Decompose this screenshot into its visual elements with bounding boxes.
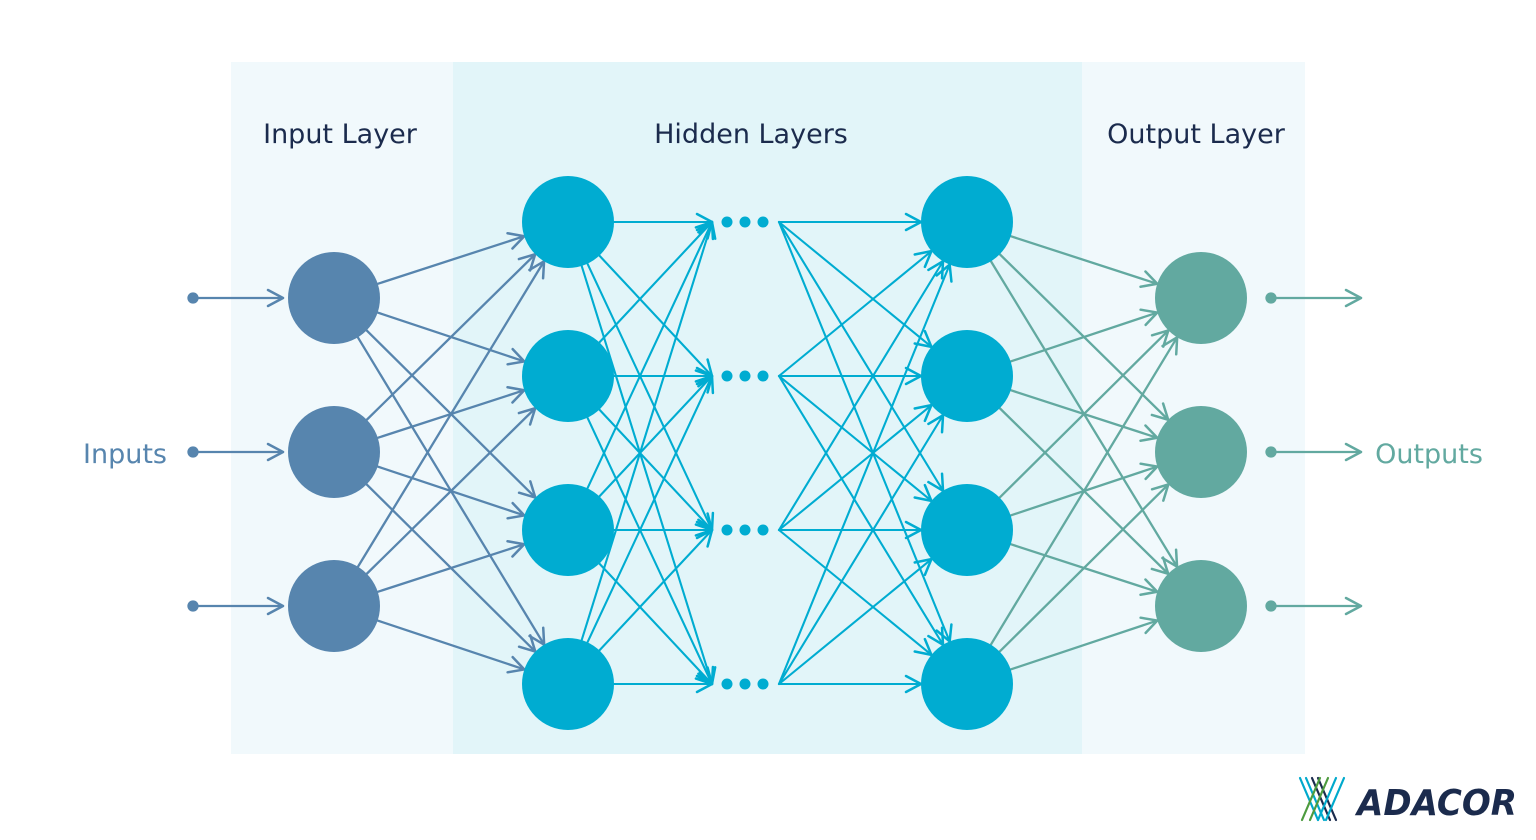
hidden-to-ellipsis-connection — [586, 374, 715, 644]
hidden-to-ellipsis-connection — [598, 374, 714, 498]
ellipsis-to-hidden-connection — [777, 263, 953, 686]
ellipsis-to-hidden-connection — [777, 374, 933, 503]
hidden-to-output-connection — [1009, 308, 1159, 363]
adacor-mark-icon — [1298, 776, 1346, 822]
hidden-to-ellipsis-connection — [598, 562, 714, 686]
ellipsis-dot — [757, 524, 769, 536]
ellipsis-dot — [721, 678, 733, 690]
hidden-to-output-connection — [989, 336, 1179, 646]
ellipsis-dot — [721, 524, 733, 536]
ellipsis-dot — [721, 370, 733, 382]
input-to-hidden-connection — [365, 252, 537, 421]
hidden-to-ellipsis-connection — [580, 220, 717, 642]
hidden-node-layer-n — [921, 330, 1013, 422]
input-to-hidden-connection — [376, 539, 526, 593]
input-to-hidden-connection — [376, 231, 526, 285]
ellipsis-dot — [757, 216, 769, 228]
inputs-label: Inputs — [83, 439, 167, 470]
hidden-to-ellipsis-connection — [586, 220, 715, 490]
hidden-to-ellipsis-connection — [586, 416, 715, 686]
outputs-label: Outputs — [1375, 439, 1483, 470]
hidden-node-layer-n — [921, 484, 1013, 576]
ellipsis-to-hidden-connection — [777, 414, 945, 686]
ellipsis-to-hidden-connection — [777, 249, 933, 378]
hidden-connections — [580, 212, 953, 694]
input-node — [288, 252, 380, 344]
adacor-logo: ADACOR — [1298, 776, 1517, 824]
ellipsis-dot — [721, 216, 733, 228]
input-to-hidden-connection — [356, 260, 546, 568]
output-node — [1155, 406, 1247, 498]
input-connections — [187, 231, 546, 674]
ellipsis — [721, 370, 769, 382]
hidden-node-layer-n — [921, 176, 1013, 268]
hidden-to-ellipsis-connection — [598, 408, 714, 532]
ellipsis — [721, 216, 769, 228]
hidden-to-ellipsis-connection — [586, 262, 715, 532]
hidden-layer-ellipses — [721, 216, 769, 690]
ellipsis-dot — [757, 678, 769, 690]
hidden-to-ellipsis-connection — [598, 254, 714, 378]
ellipsis-to-hidden-connection — [777, 528, 933, 657]
ellipsis-to-hidden-connection — [777, 374, 945, 646]
hidden-to-output-connection — [998, 329, 1170, 499]
input-node — [288, 560, 380, 652]
ellipsis-to-hidden-connection — [777, 220, 945, 492]
hidden-to-ellipsis-connection — [598, 220, 714, 344]
hidden-node-layer-1 — [522, 330, 614, 422]
output-layer-title: Output Layer — [1107, 119, 1286, 150]
output-node — [1155, 560, 1247, 652]
hidden-to-ellipsis-connection — [580, 264, 717, 686]
ellipsis-dot — [739, 370, 751, 382]
hidden-node-layer-1 — [522, 638, 614, 730]
hidden-layers-title: Hidden Layers — [654, 119, 848, 150]
input-to-hidden-connection — [365, 406, 537, 575]
ellipsis-to-hidden-connection — [777, 557, 933, 686]
adacor-wordmark: ADACOR — [1354, 783, 1517, 824]
network-nodes — [288, 176, 1247, 730]
ellipsis — [721, 524, 769, 536]
ellipsis-dot — [739, 524, 751, 536]
ellipsis — [721, 678, 769, 690]
hidden-node-layer-1 — [522, 484, 614, 576]
hidden-node-layer-1 — [522, 176, 614, 268]
output-node — [1155, 252, 1247, 344]
input-layer-title: Input Layer — [263, 119, 418, 150]
ellipsis-dot — [739, 216, 751, 228]
hidden-node-layer-n — [921, 638, 1013, 730]
ellipsis-to-hidden-connection — [777, 403, 933, 532]
ellipsis-to-hidden-connection — [777, 220, 933, 349]
hidden-to-output-connection — [1009, 616, 1159, 671]
hidden-to-output-connection — [1009, 235, 1159, 289]
input-to-hidden-connection — [376, 619, 526, 674]
ellipsis-dot — [739, 678, 751, 690]
output-connections — [989, 235, 1363, 671]
hidden-to-ellipsis-connection — [598, 528, 714, 652]
hidden-to-output-connection — [998, 483, 1170, 653]
input-node — [288, 406, 380, 498]
ellipsis-dot — [757, 370, 769, 382]
ellipsis-to-hidden-connection — [777, 260, 945, 532]
